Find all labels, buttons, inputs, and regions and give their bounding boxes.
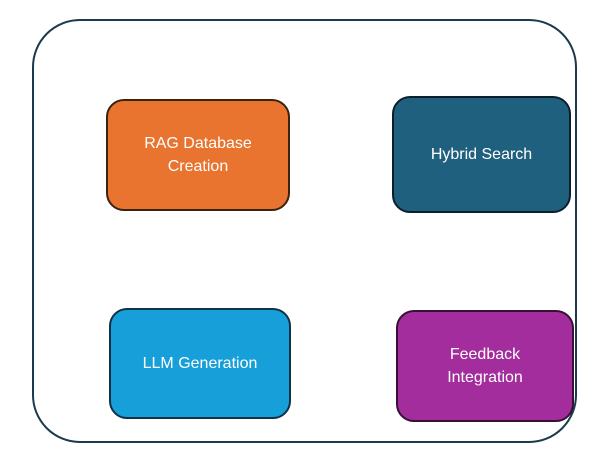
diagram-outer-container: RAG Database Creation Hybrid Search LLM … bbox=[32, 19, 577, 443]
node-label: Feedback Integration bbox=[447, 345, 523, 386]
node-label: Hybrid Search bbox=[430, 145, 533, 163]
node-label: LLM Generation bbox=[142, 354, 258, 372]
node-rag-database-creation: RAG Database Creation bbox=[106, 99, 290, 211]
node-feedback-integration: Feedback Integration bbox=[396, 310, 574, 422]
node-hybrid-search: Hybrid Search bbox=[392, 96, 571, 213]
node-llm-generation: LLM Generation bbox=[109, 308, 291, 419]
node-label: RAG Database Creation bbox=[144, 134, 252, 175]
